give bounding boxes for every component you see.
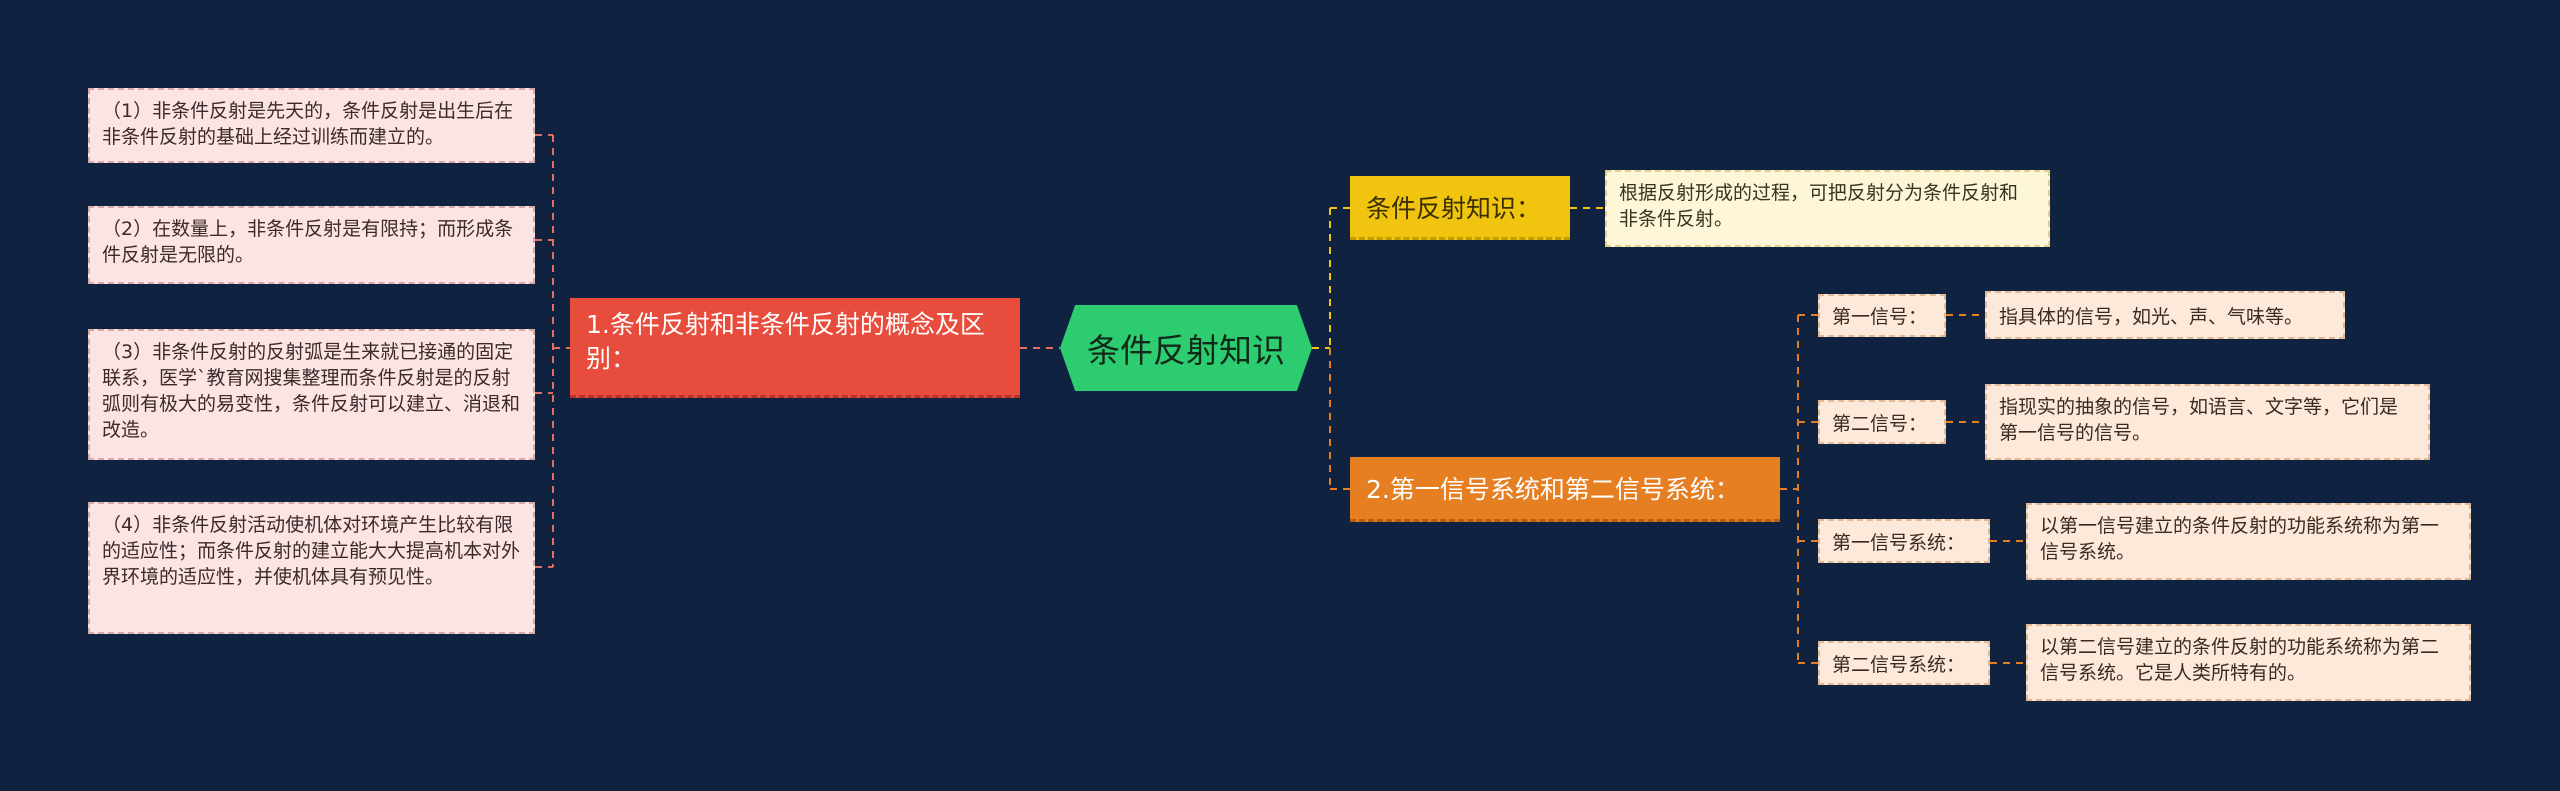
left-item-2-text: （2）在数量上，非条件反射是有限持；而形成条件反射是无限的。 — [102, 218, 514, 266]
signal-desc-3-text: 以第一信号建立的条件反射的功能系统称为第一信号系统。 — [2040, 515, 2440, 563]
right-top-branch[interactable]: 条件反射知识： — [1350, 176, 1570, 240]
left-branch-label: 1.条件反射和非条件反射的概念及区别： — [586, 310, 985, 373]
left-item-4-text: （4）非条件反射活动使机体对环境产生比较有限的适应性；而条件反射的建立能大大提高… — [102, 514, 521, 588]
signal-label-4[interactable]: 第二信号系统： — [1818, 641, 1990, 685]
signal-desc-1-text: 指具体的信号，如光、声、气味等。 — [1999, 305, 2304, 328]
right-top-item-text: 根据反射形成的过程，可把反射分为条件反射和非条件反射。 — [1619, 182, 2019, 230]
left-item-4[interactable]: （4）非条件反射活动使机体对环境产生比较有限的适应性；而条件反射的建立能大大提高… — [88, 502, 535, 634]
signal-desc-2-text: 指现实的抽象的信号，如语言、文字等，它们是第一信号的信号。 — [1999, 396, 2399, 444]
left-item-3[interactable]: （3）非条件反射的反射弧是生来就已接通的固定联系，医学`教育网搜集整理而条件反射… — [88, 329, 535, 460]
signal-desc-4[interactable]: 以第二信号建立的条件反射的功能系统称为第二信号系统。它是人类所特有的。 — [2026, 624, 2471, 701]
signal-label-4-text: 第二信号系统： — [1832, 653, 1966, 676]
center-topic[interactable]: 条件反射知识 — [1060, 305, 1312, 391]
signal-label-1[interactable]: 第一信号： — [1818, 294, 1946, 337]
signal-desc-2[interactable]: 指现实的抽象的信号，如语言、文字等，它们是第一信号的信号。 — [1985, 384, 2430, 460]
right-bottom-branch[interactable]: 2.第一信号系统和第二信号系统： — [1350, 457, 1780, 522]
signal-label-2[interactable]: 第二信号： — [1818, 400, 1946, 444]
signal-label-1-text: 第一信号： — [1832, 306, 1928, 328]
left-item-1-text: （1）非条件反射是先天的，条件反射是出生后在非条件反射的基础上经过训练而建立的。 — [102, 100, 514, 148]
left-item-1[interactable]: （1）非条件反射是先天的，条件反射是出生后在非条件反射的基础上经过训练而建立的。 — [88, 88, 535, 163]
signal-desc-3[interactable]: 以第一信号建立的条件反射的功能系统称为第一信号系统。 — [2026, 503, 2471, 580]
right-top-item[interactable]: 根据反射形成的过程，可把反射分为条件反射和非条件反射。 — [1605, 170, 2050, 247]
center-topic-label: 条件反射知识 — [1087, 331, 1285, 370]
left-item-3-text: （3）非条件反射的反射弧是生来就已接通的固定联系，医学`教育网搜集整理而条件反射… — [102, 341, 521, 441]
signal-desc-1[interactable]: 指具体的信号，如光、声、气味等。 — [1985, 291, 2345, 339]
signal-label-3-text: 第一信号系统： — [1832, 531, 1966, 554]
signal-label-3[interactable]: 第一信号系统： — [1818, 519, 1990, 563]
left-item-2[interactable]: （2）在数量上，非条件反射是有限持；而形成条件反射是无限的。 — [88, 206, 535, 284]
right-top-branch-label: 条件反射知识： — [1366, 193, 1542, 223]
signal-desc-4-text: 以第二信号建立的条件反射的功能系统称为第二信号系统。它是人类所特有的。 — [2040, 636, 2440, 684]
right-bottom-branch-label: 2.第一信号系统和第二信号系统： — [1366, 475, 1740, 504]
signal-label-2-text: 第二信号： — [1832, 412, 1928, 435]
left-branch[interactable]: 1.条件反射和非条件反射的概念及区别： — [570, 298, 1020, 398]
